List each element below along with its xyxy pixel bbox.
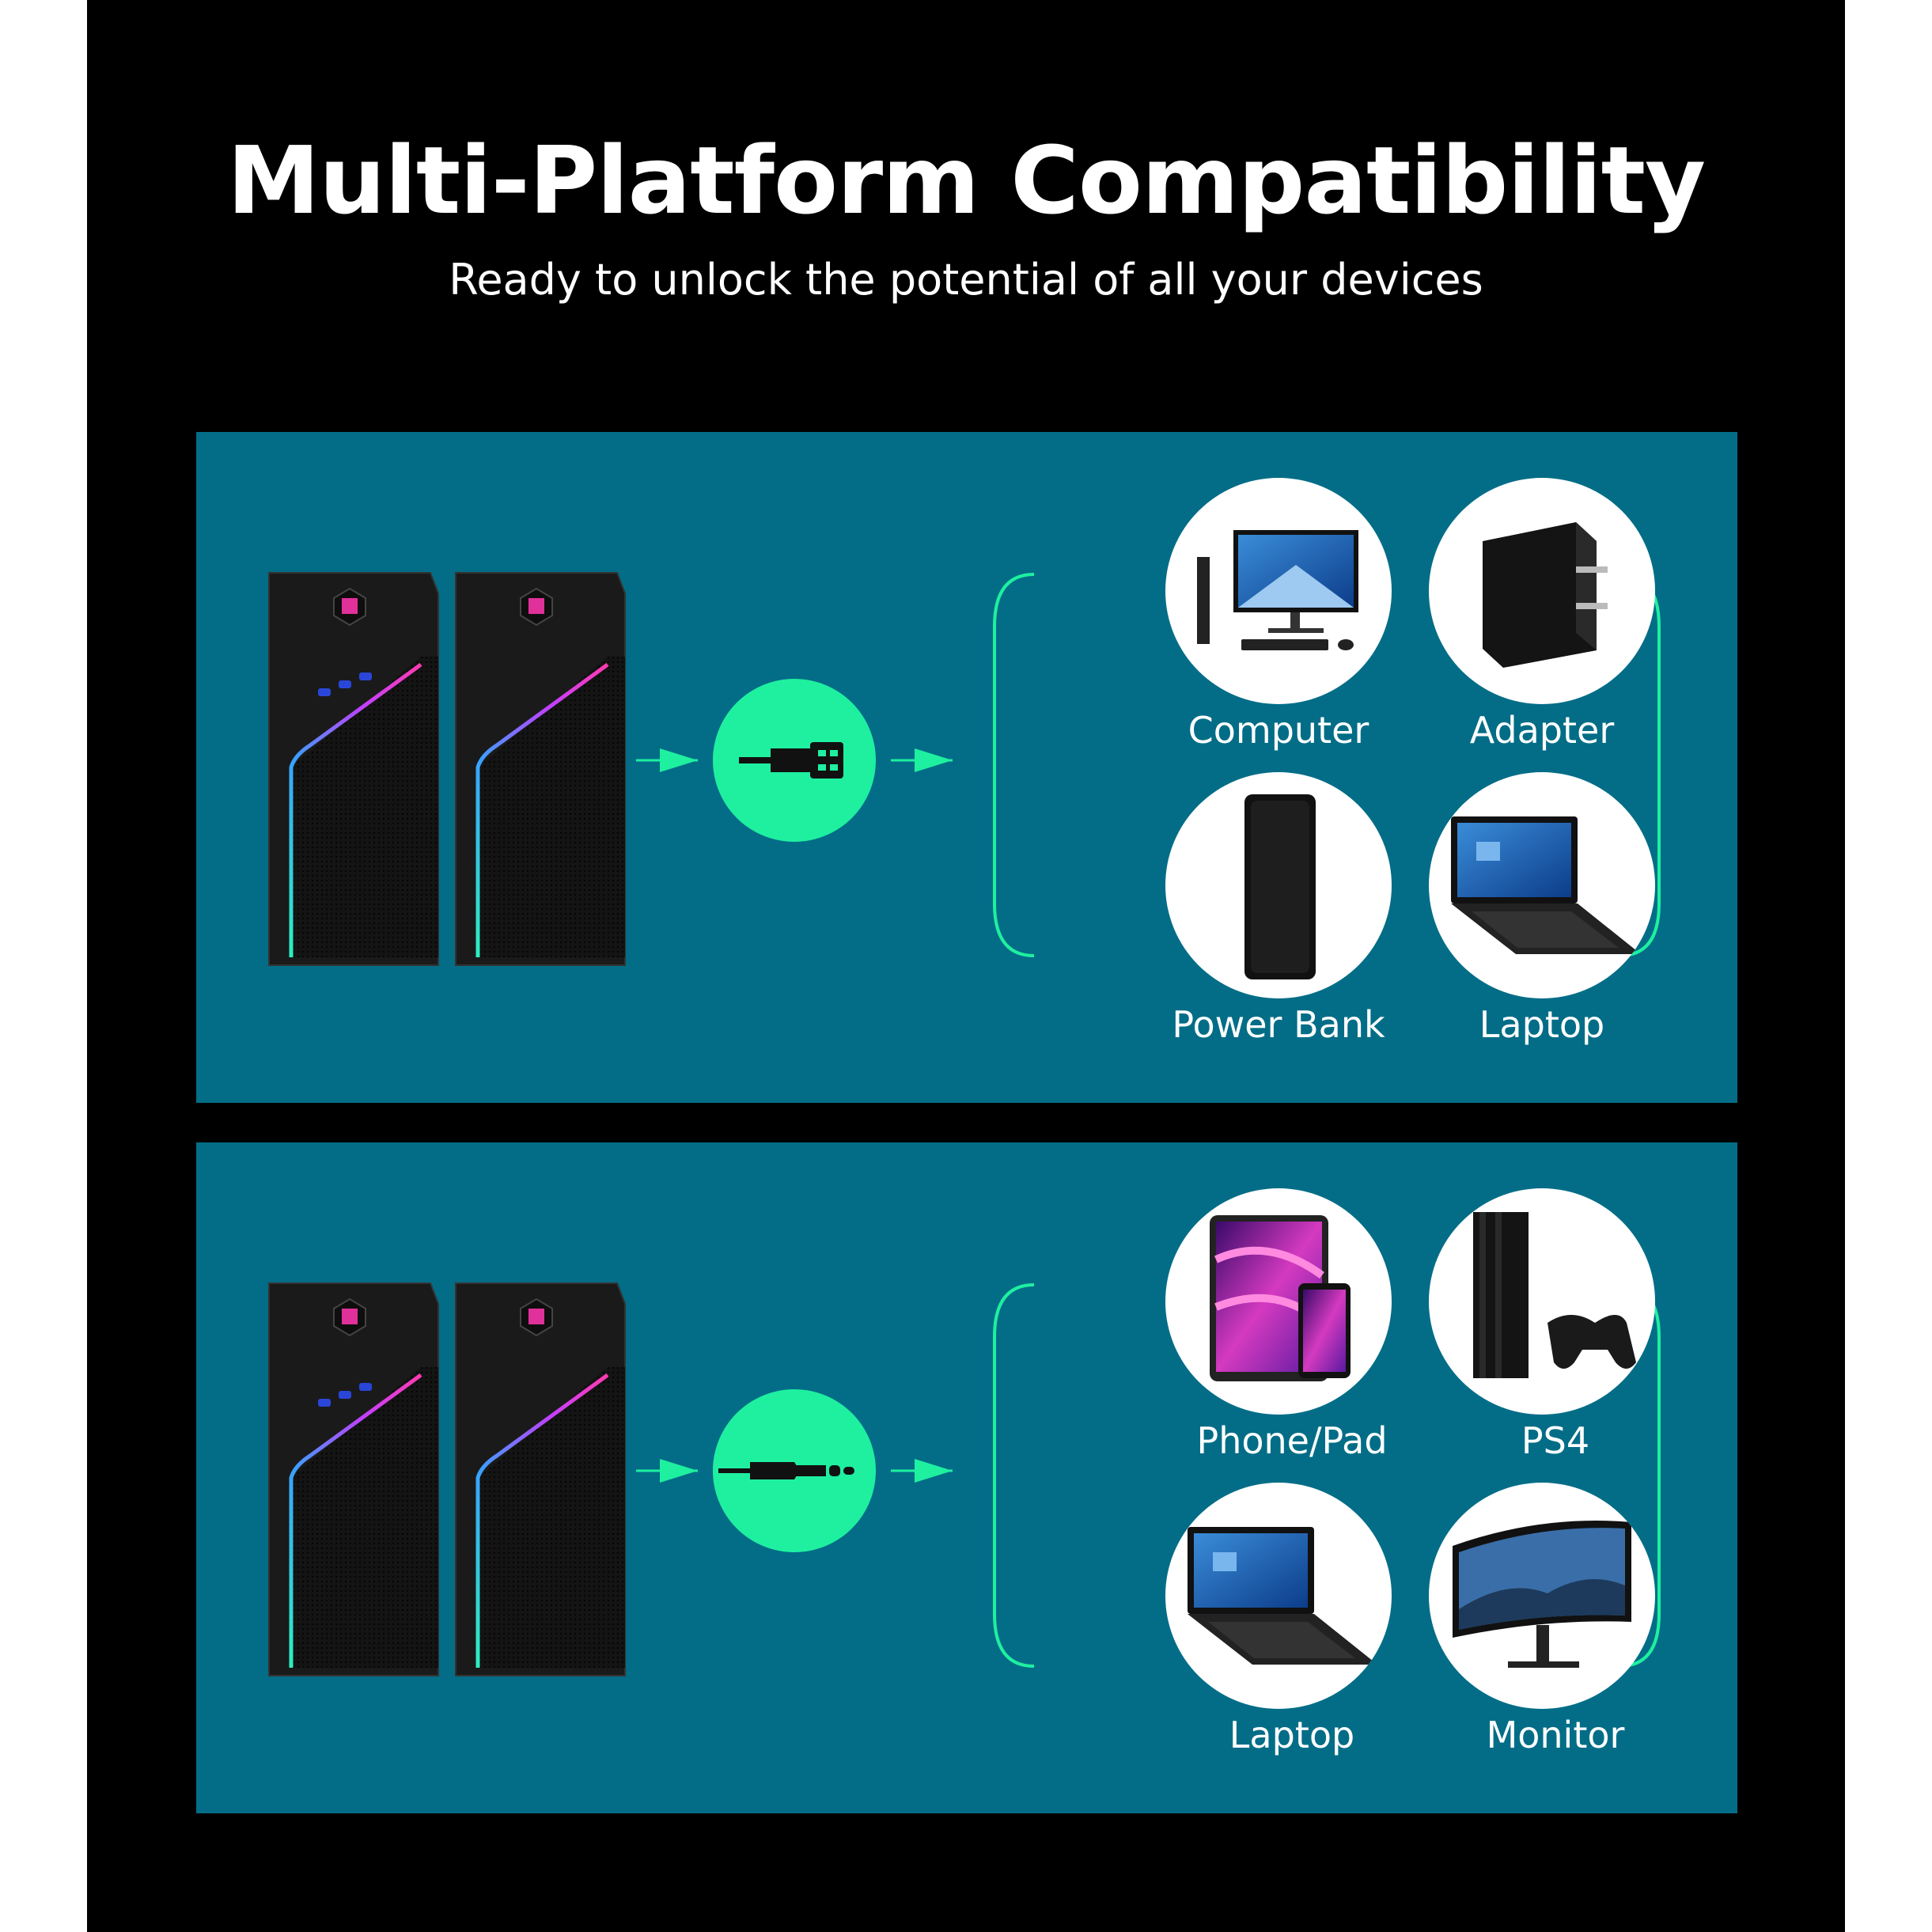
laptop-icon — [1165, 1483, 1392, 1709]
device-label-power-bank: Power Bank — [1172, 1003, 1385, 1046]
power-bank-icon — [1165, 772, 1392, 998]
ps4-icon — [1429, 1188, 1655, 1415]
page-title: Multi-Platform Compatibility — [226, 126, 1706, 235]
audio-compatibility-panel: Phone/Pad PS4 Laptop — [196, 1142, 1737, 1813]
device-label-phone-pad: Phone/Pad — [1196, 1419, 1388, 1462]
page-subtitle: Ready to unlock the potential of all you… — [449, 255, 1483, 305]
bracket-left — [993, 573, 1035, 957]
device-label-laptop: Laptop — [1479, 1003, 1605, 1046]
monitor-icon — [1429, 1483, 1655, 1709]
device-label-laptop: Laptop — [1229, 1714, 1355, 1756]
device-label-computer: Computer — [1188, 709, 1369, 752]
bracket-left — [993, 1283, 1035, 1668]
speakers-image — [268, 572, 626, 966]
phone-pad-icon — [1165, 1188, 1392, 1415]
computer-icon — [1165, 478, 1392, 704]
device-label-ps4: PS4 — [1521, 1419, 1590, 1462]
device-label-monitor: Monitor — [1486, 1714, 1625, 1756]
usb-compatibility-panel: Computer Adapter Power Bank — [196, 432, 1737, 1103]
usb-connector-icon — [636, 679, 953, 842]
adapter-icon — [1429, 478, 1655, 704]
device-label-adapter: Adapter — [1469, 709, 1615, 752]
page-background: Multi-Platform Compatibility Ready to un… — [87, 0, 1845, 1932]
audio-jack-connector-icon — [636, 1389, 953, 1552]
laptop-icon — [1429, 772, 1655, 998]
speakers-image — [268, 1282, 626, 1676]
